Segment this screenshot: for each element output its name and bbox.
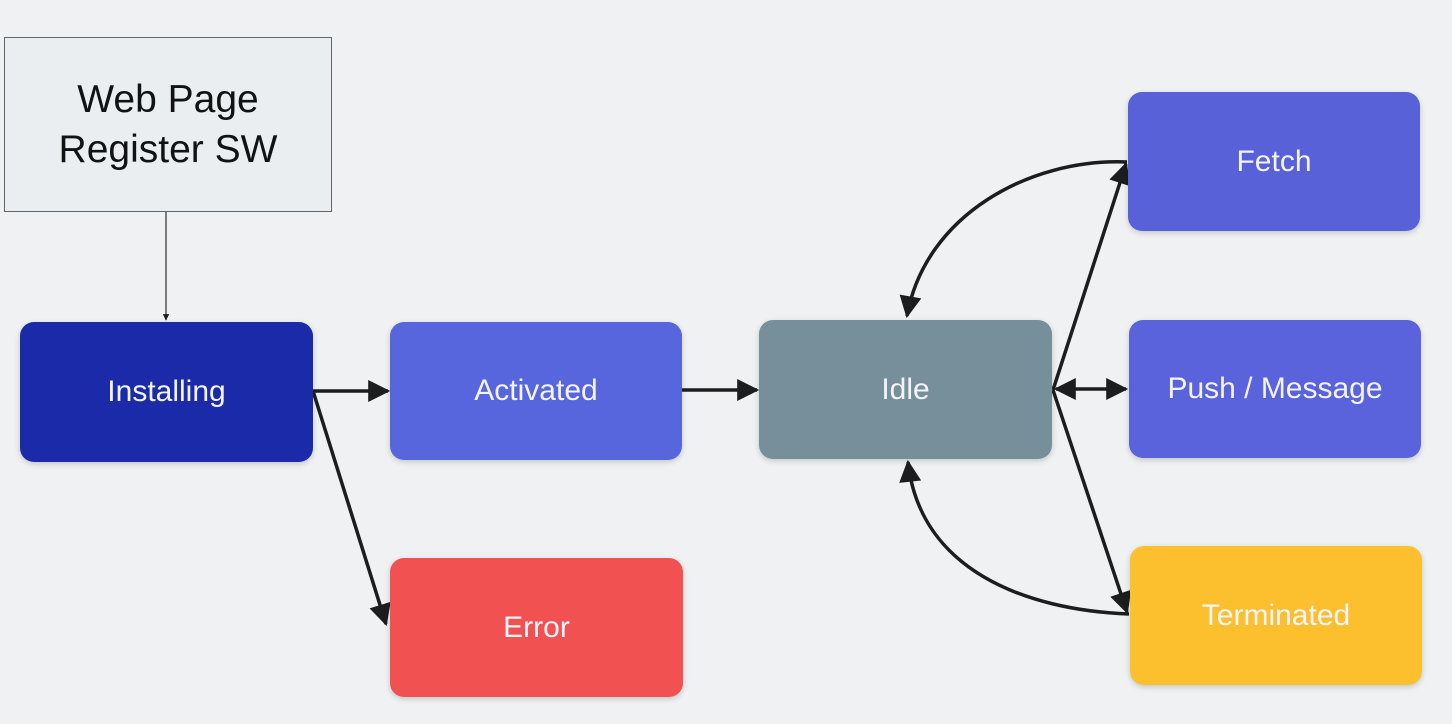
edge-installing-to-error [311, 390, 391, 627]
node-activated: Activated [390, 322, 682, 460]
edge-idle-to-fetch [1051, 161, 1131, 391]
node-error: Error [390, 558, 683, 697]
terminated-label: Terminated [1201, 598, 1351, 632]
error-label: Error [503, 610, 570, 644]
register-label-line-2: Register SW [58, 127, 278, 171]
installing-label: Installing [107, 375, 226, 408]
node-terminated: Terminated [1130, 546, 1422, 685]
edge-terminated-to-idle [899, 459, 1130, 616]
activated-label: Activated [474, 374, 598, 407]
edge-idle-to-terminated [1051, 389, 1132, 615]
push-message-label: Push / Message [1167, 372, 1383, 405]
node-web-page-register-sw: Web Page Register SW [4, 37, 332, 212]
fetch-label: Fetch [1236, 144, 1312, 178]
node-fetch: Fetch [1128, 92, 1420, 231]
edge-fetch-to-idle [899, 160, 1128, 319]
register-label-line-1: Web Page [77, 77, 259, 121]
node-push-message: Push / Message [1129, 320, 1421, 458]
idle-label: Idle [881, 372, 930, 406]
node-idle: Idle [759, 320, 1052, 459]
node-installing: Installing [20, 322, 313, 462]
